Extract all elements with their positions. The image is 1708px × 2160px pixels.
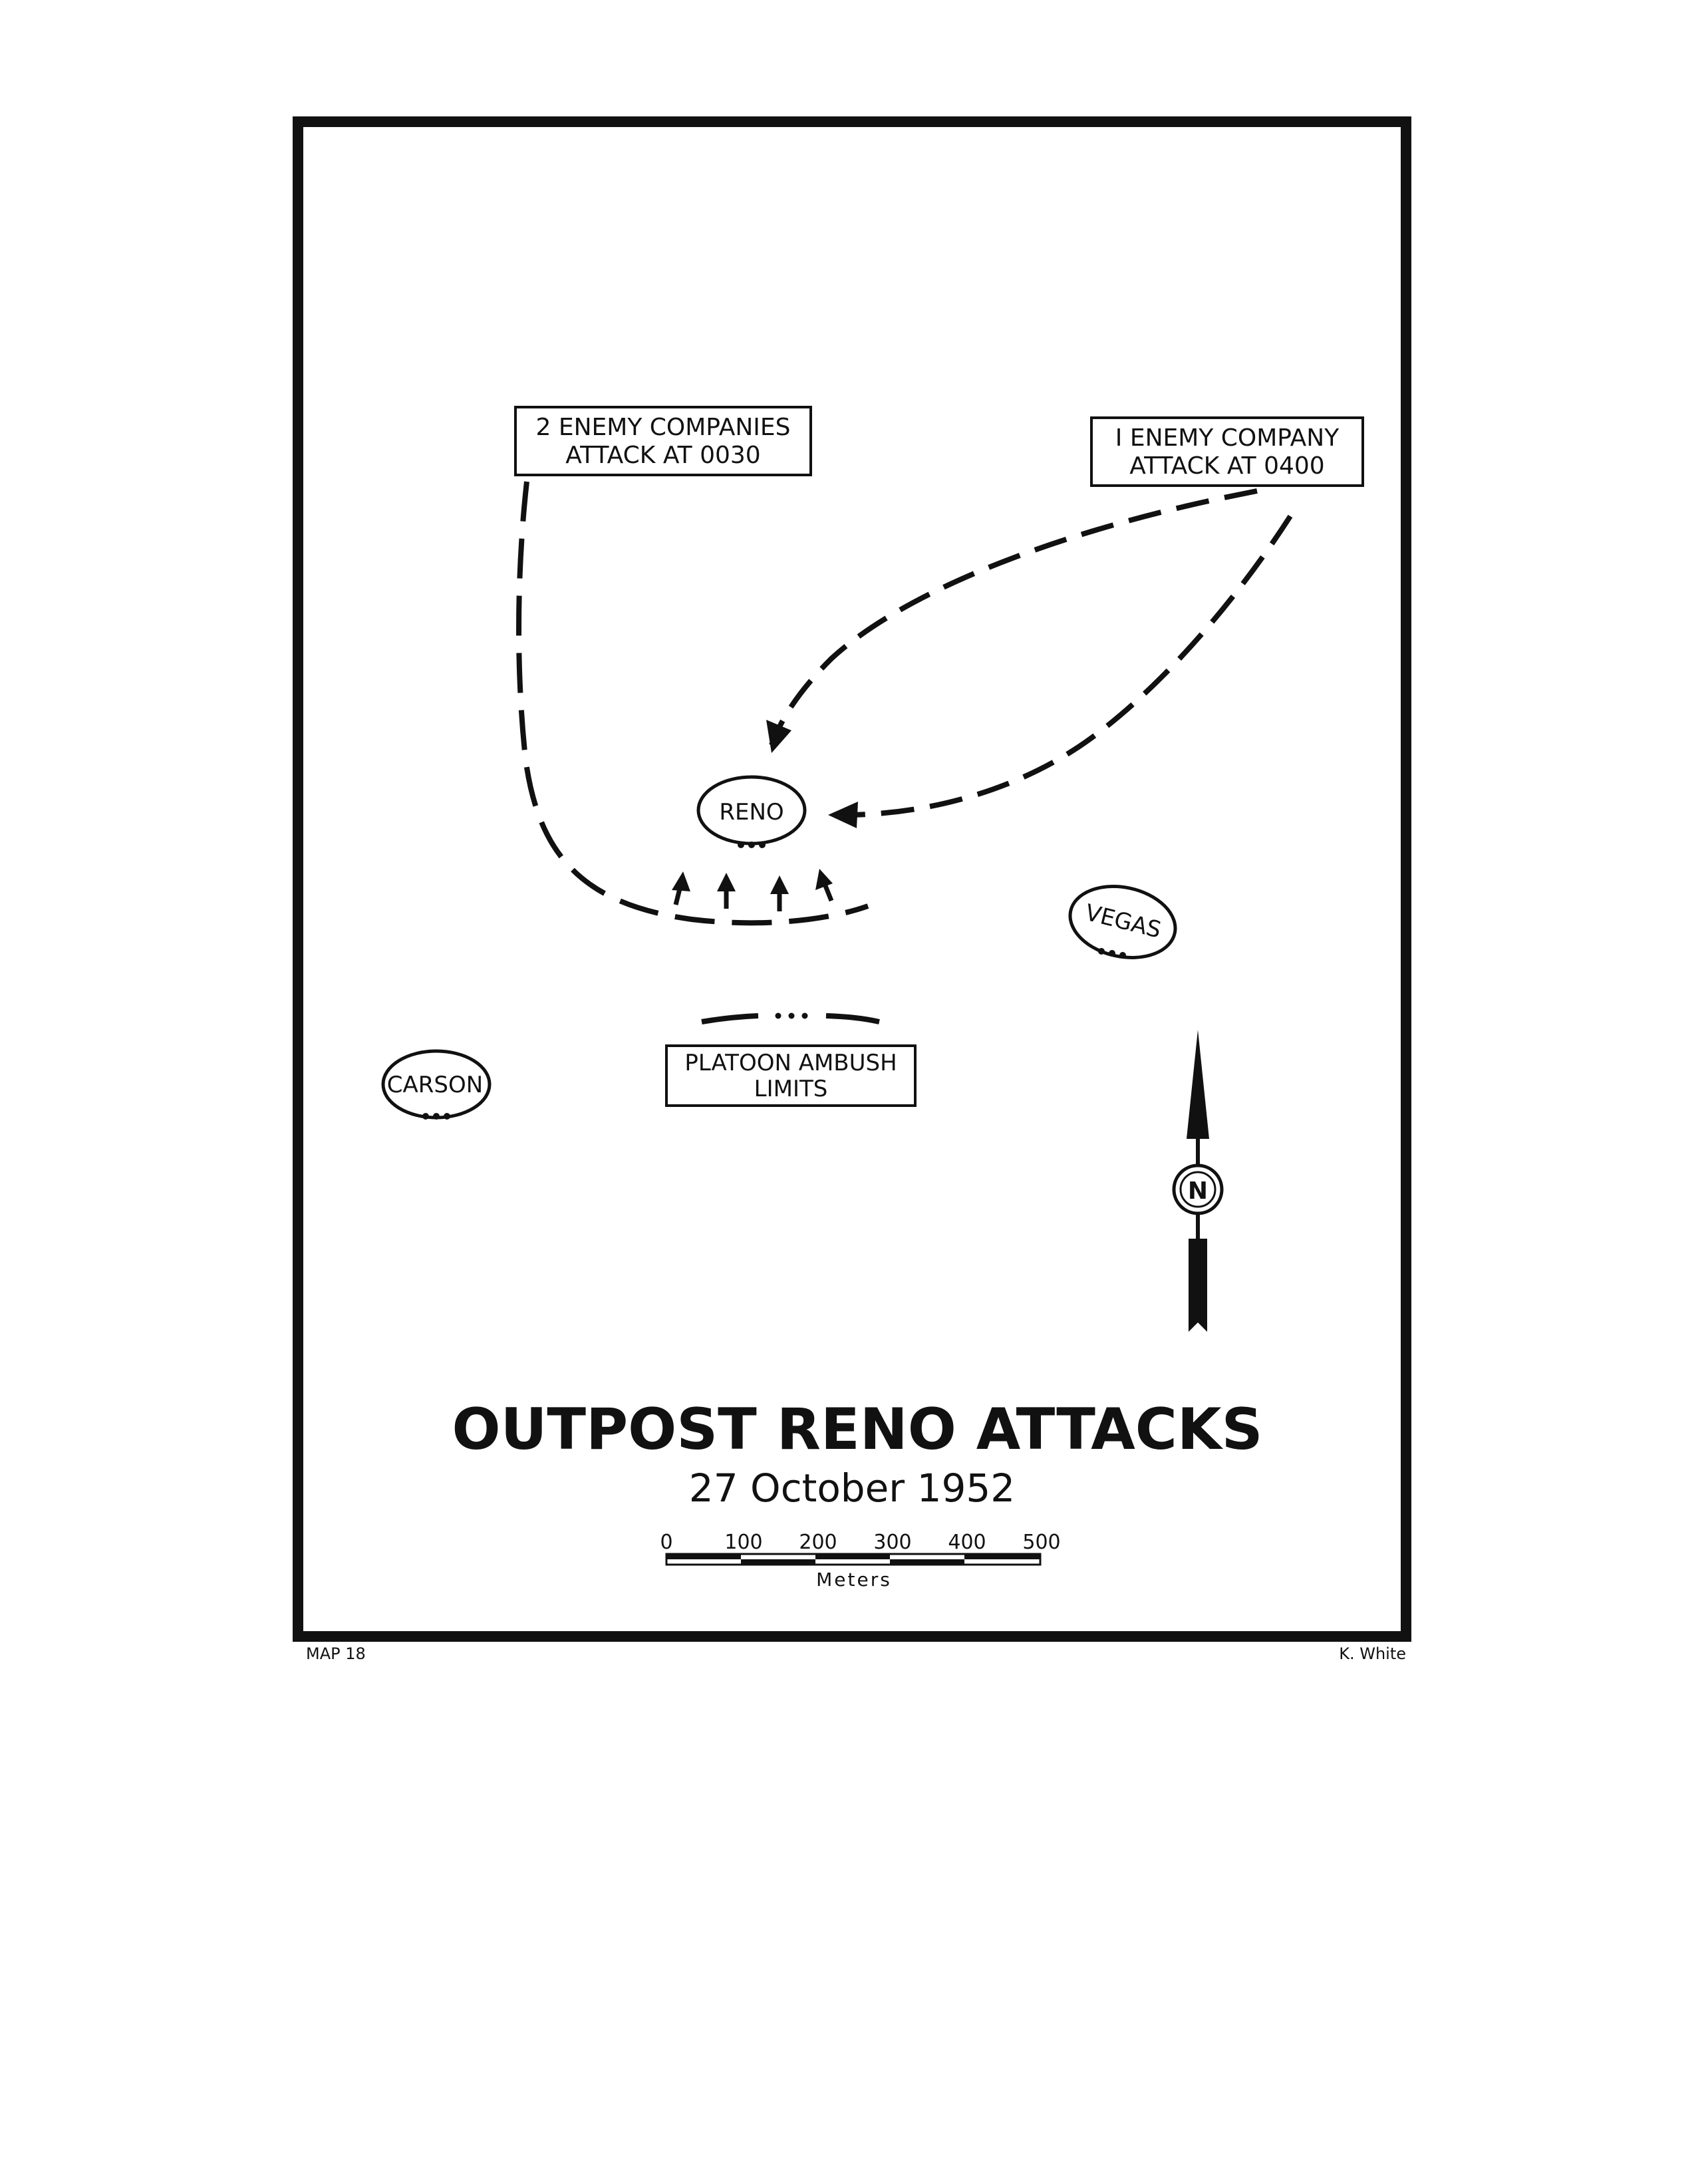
ambush-label-line1: PLATOON AMBUSH (684, 1050, 897, 1076)
outpost-reno[interactable]: RENO (696, 775, 807, 848)
enemy-company-label-box: I ENEMY COMPANY ATTACK AT 0400 (1090, 416, 1364, 487)
map-subtitle: 27 October 1952 (689, 1466, 1015, 1511)
enemy-companies-route (516, 481, 869, 926)
enemy-companies-label-line2: ATTACK AT 0030 (565, 442, 760, 469)
enemy-company-label-line1: I ENEMY COMPANY (1115, 424, 1340, 452)
outpost-vegas[interactable]: VEGAS (1064, 877, 1182, 967)
outpost-reno-dot (748, 842, 755, 848)
north-arrow-icon: N (1172, 1030, 1224, 1332)
enemy-company-label-line2: ATTACK AT 0400 (1129, 452, 1324, 480)
scale-unit-label: Meters (816, 1569, 892, 1591)
enemy-company-route-east-arrowhead (828, 802, 858, 828)
outpost-carson-dot (444, 1113, 450, 1120)
outpost-carson-label: CARSON (387, 1072, 483, 1098)
scale-tick-label: 300 (873, 1531, 911, 1554)
outpost-carson-dot (422, 1113, 429, 1120)
outpost-vegas-dot (1109, 950, 1115, 957)
outpost-vegas-dot (1098, 948, 1105, 955)
outpost-vegas-dot (1119, 952, 1126, 959)
map-frame (293, 116, 1411, 1642)
advance-arrow-icon (672, 871, 690, 905)
ambush-label-box: PLATOON AMBUSH LIMITS (665, 1044, 917, 1107)
outpost-carson-dot (433, 1113, 440, 1120)
enemy-companies-label-line1: 2 ENEMY COMPANIES (536, 414, 791, 441)
scale-tick-label: 500 (1022, 1531, 1060, 1554)
ambush-label-line2: LIMITS (754, 1076, 828, 1102)
map-number: MAP 18 (306, 1644, 366, 1663)
ambush-advance-arrows (672, 869, 834, 911)
outpost-reno-label: RENO (719, 799, 783, 826)
map-title: OUTPOST RENO ATTACKS (452, 1396, 1262, 1463)
enemy-company-route-north-arrowhead (766, 720, 791, 753)
ambush-limits-line (701, 1012, 880, 1024)
compass-letter: N (1188, 1177, 1208, 1205)
scale-tick-label: 0 (660, 1531, 672, 1554)
enemy-company-route-north (769, 488, 1258, 746)
enemy-companies-label-box: 2 ENEMY COMPANIES ATTACK AT 0030 (514, 406, 812, 476)
advance-arrow-icon (717, 873, 736, 909)
outpost-reno-dot (759, 842, 766, 848)
outpost-reno-dot (738, 842, 744, 848)
advance-arrow-icon (770, 875, 789, 911)
advance-arrow-icon (815, 869, 834, 902)
scale-tick-label: 200 (799, 1531, 837, 1554)
scale-tick-label: 400 (948, 1531, 986, 1554)
scale-tick-label: 100 (724, 1531, 762, 1554)
scale-bar: 0 100 200 300 400 500 Meters (660, 1531, 1060, 1591)
map-credit: K. White (1339, 1644, 1406, 1663)
outpost-carson[interactable]: CARSON (381, 1049, 492, 1120)
enemy-company-route-east (844, 514, 1293, 818)
